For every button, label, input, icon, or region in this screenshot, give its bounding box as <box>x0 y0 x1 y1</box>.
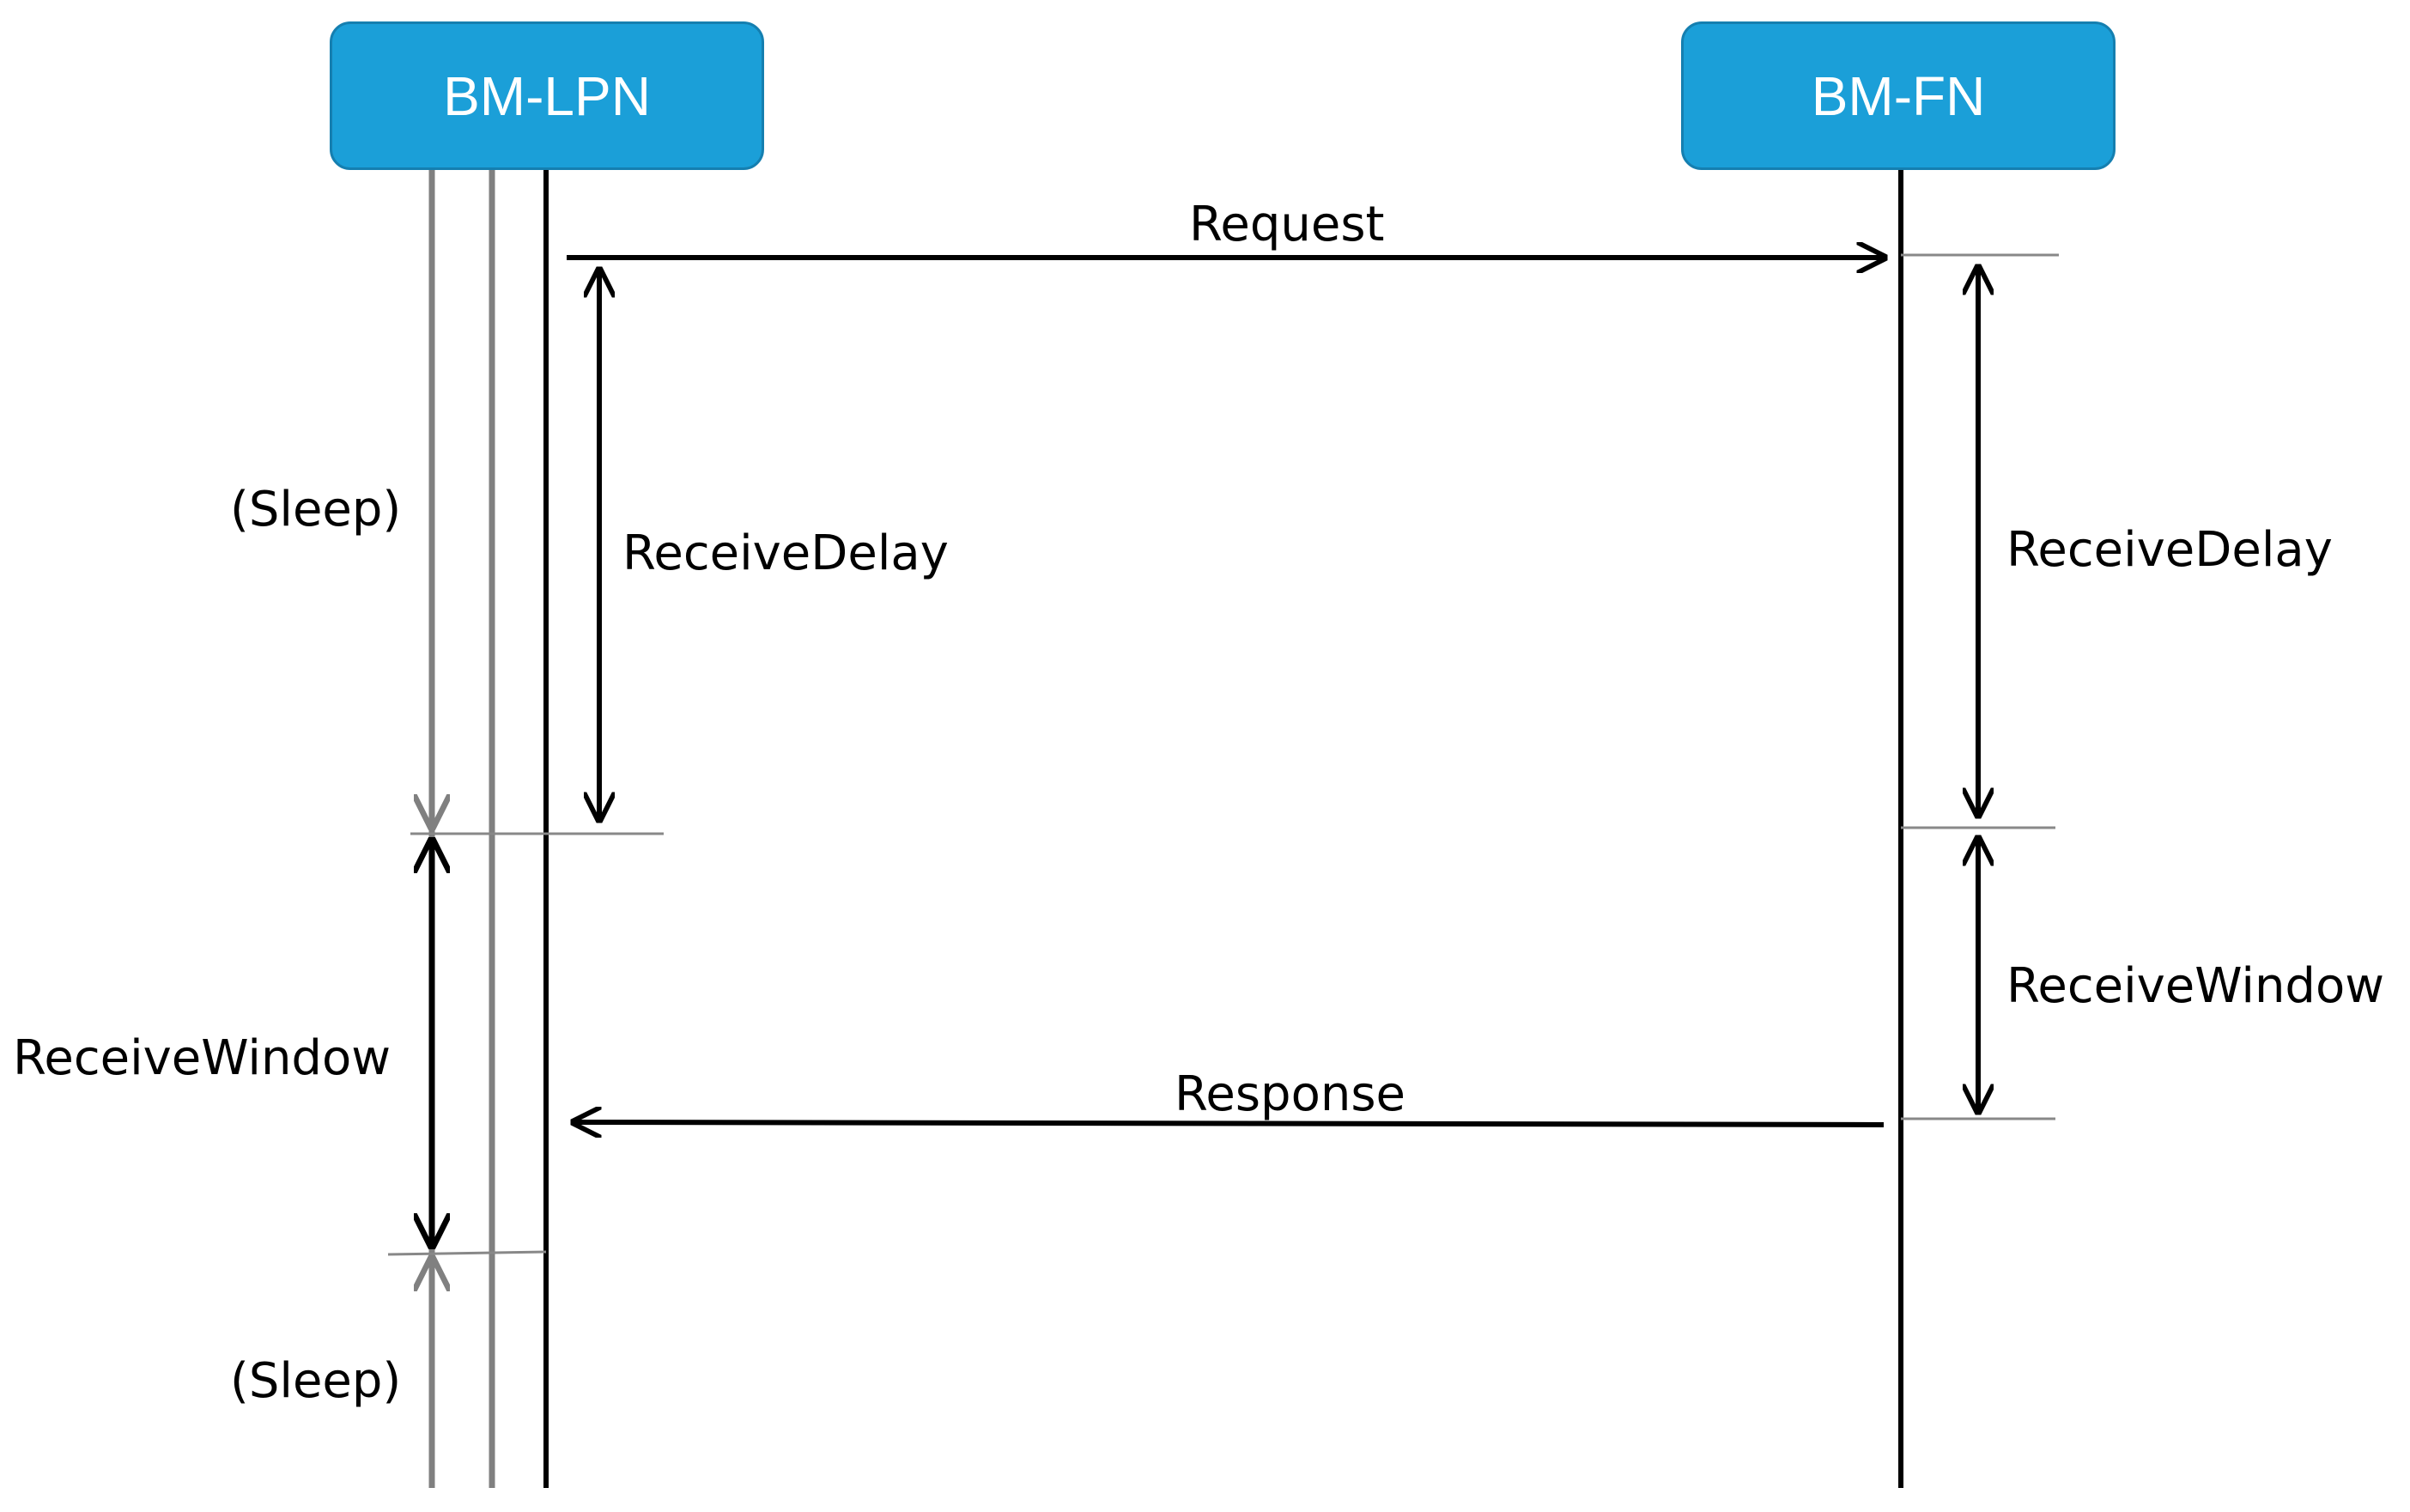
actor-bm-fn: BM-FN <box>1681 21 2116 170</box>
fn-receive-delay-label: ReceiveDelay <box>2006 522 2333 578</box>
response-label: Response <box>1175 1066 1405 1122</box>
actor-bm-fn-label: BM-FN <box>1811 64 1986 127</box>
lpn-receive-window-label: ReceiveWindow <box>13 1030 392 1086</box>
lpn-receive-delay-label: ReceiveDelay <box>622 525 949 581</box>
lpn-sleep-bottom-label: (Sleep) <box>230 1353 402 1409</box>
lpn-sleep-top-label: (Sleep) <box>230 482 402 537</box>
tick-line-lpn-window-end <box>387 1250 547 1256</box>
actor-bm-lpn: BM-LPN <box>330 21 764 170</box>
request-label: Request <box>1189 197 1385 252</box>
fn-receive-window-label: ReceiveWindow <box>2006 958 2385 1014</box>
actor-bm-lpn-label: BM-LPN <box>443 64 651 127</box>
response-arrow <box>574 1122 1885 1125</box>
